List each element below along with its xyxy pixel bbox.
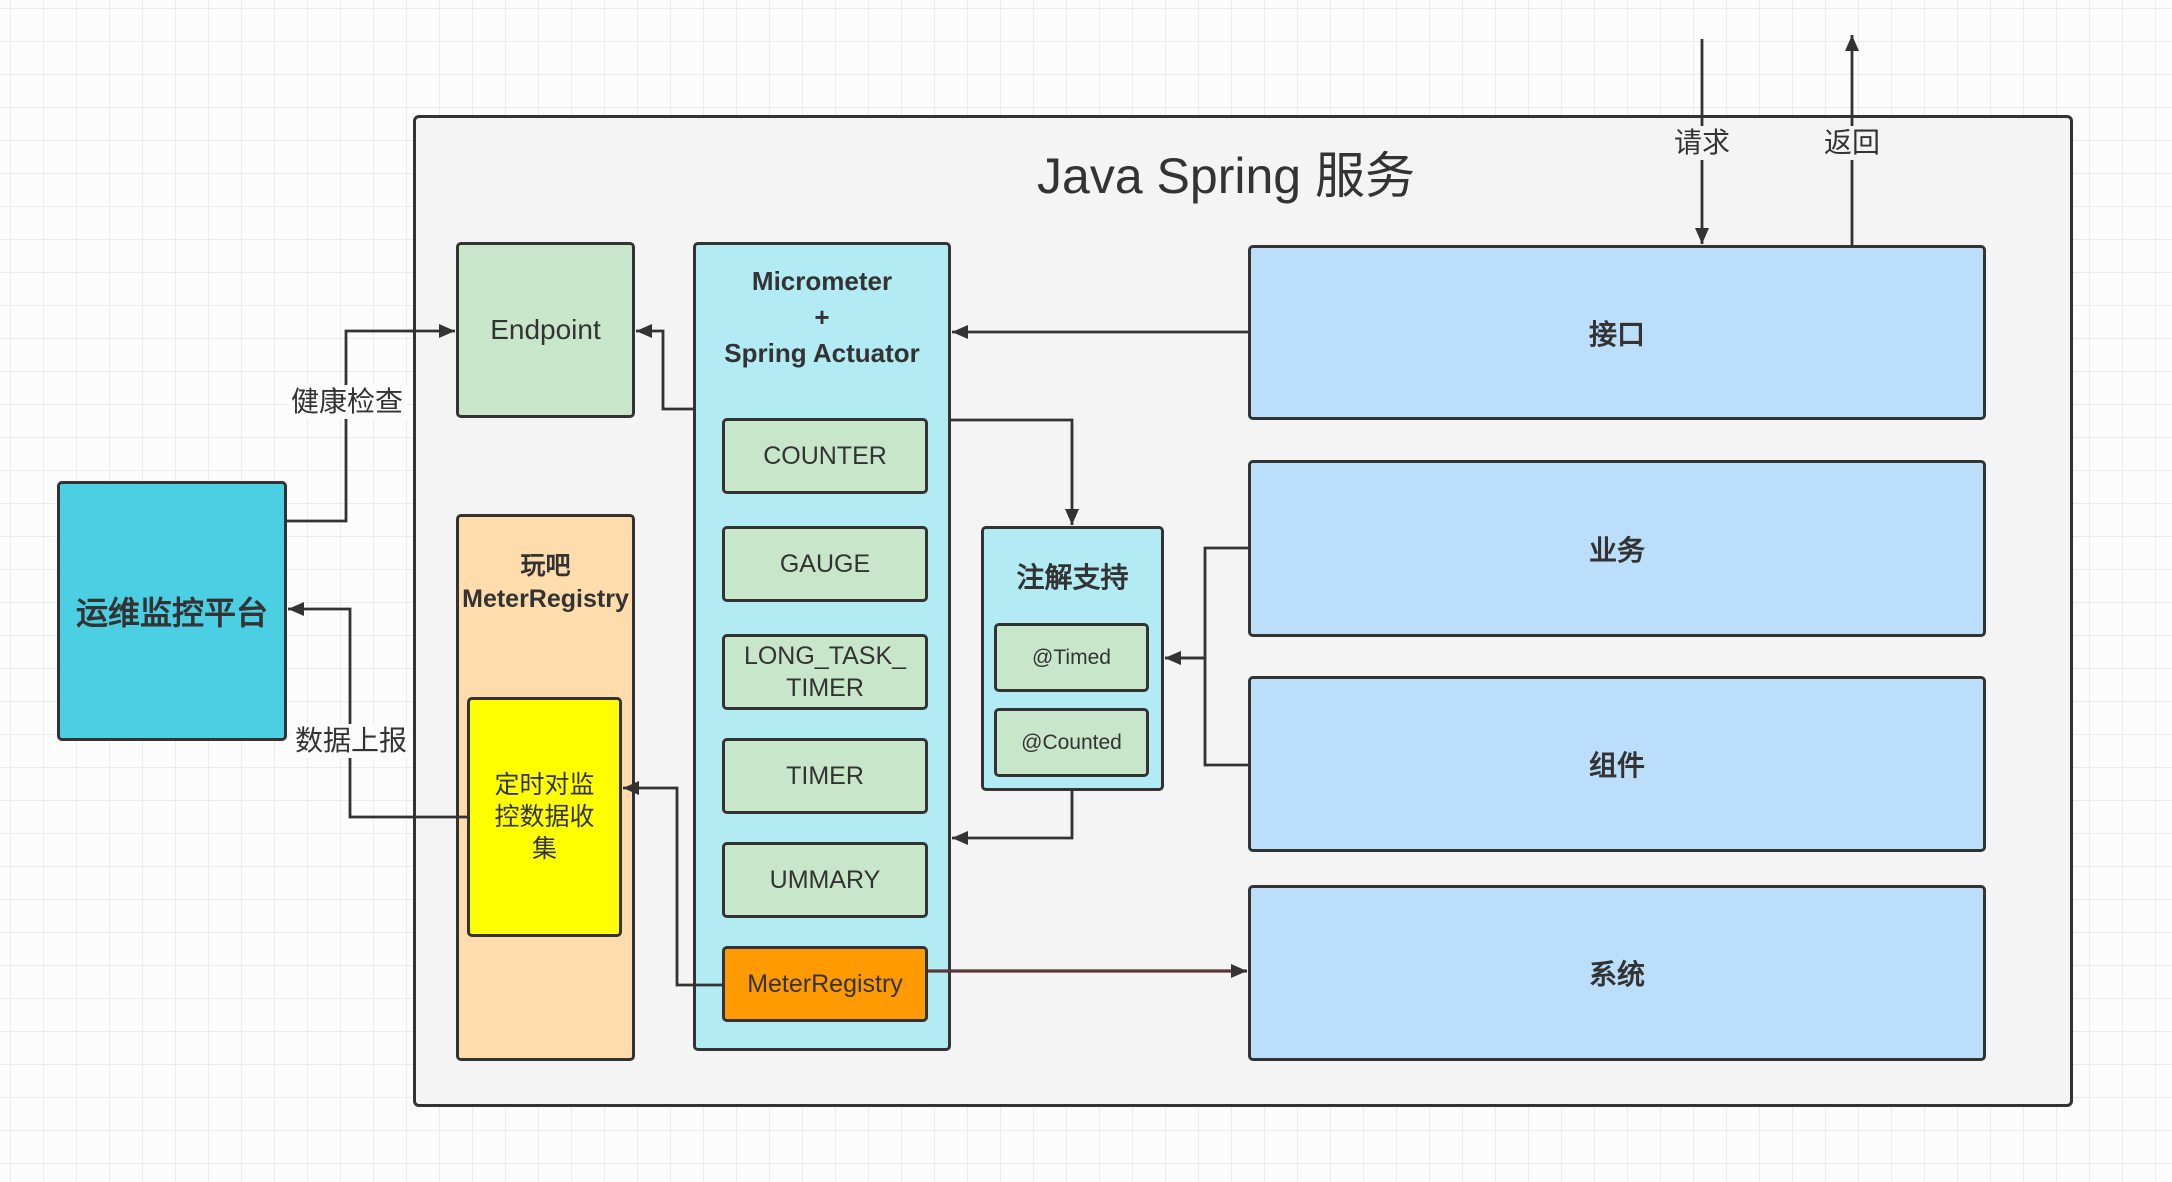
meter-registry-label: MeterRegistry bbox=[747, 970, 903, 998]
micrometer-actuator: Micrometer + Spring Actuator COUNTER GAU… bbox=[693, 242, 951, 1051]
layer-system: 系统 bbox=[1248, 885, 1986, 1061]
layer-label: 组件 bbox=[1588, 750, 1645, 781]
service-title: Java Spring 服务 bbox=[1037, 148, 1415, 204]
micrometer-title-line: Micrometer bbox=[751, 266, 893, 296]
meter-label: LONG_TASK_ bbox=[743, 642, 907, 670]
meter-counter: COUNTER bbox=[722, 418, 928, 494]
meter-label: TIMER bbox=[786, 674, 864, 702]
micrometer-title-line: + bbox=[814, 302, 830, 332]
ops-monitoring-platform: 运维监控平台 bbox=[57, 481, 287, 741]
meter-timer: TIMER bbox=[722, 738, 928, 814]
meter-registry-box: MeterRegistry bbox=[722, 946, 928, 1022]
layer-label: 接口 bbox=[1588, 318, 1645, 350]
collector-text-line: 定时对监 bbox=[494, 771, 595, 799]
annotation-counted: @Counted bbox=[994, 708, 1149, 777]
edge-label-health-check: 健康检查 bbox=[286, 385, 408, 419]
annotation-timed: @Timed bbox=[994, 623, 1149, 692]
meter-label: TIMER bbox=[786, 762, 864, 790]
wanba-title-line: MeterRegistry bbox=[462, 585, 629, 613]
annotation-label: @Counted bbox=[1021, 730, 1122, 754]
wanba-title-line: 玩吧 bbox=[520, 552, 571, 580]
edge-label-response: 返回 bbox=[1819, 126, 1885, 160]
micrometer-title: Micrometer + Spring Actuator bbox=[696, 263, 948, 371]
edge-label-request: 请求 bbox=[1669, 126, 1735, 160]
wanba-meter-registry: 玩吧 MeterRegistry 定时对监 控数据收 集 bbox=[456, 514, 635, 1061]
layer-label: 系统 bbox=[1588, 959, 1645, 990]
meter-summary: UMMARY bbox=[722, 842, 928, 918]
layer-label: 业务 bbox=[1588, 534, 1645, 566]
edge-label-data-report: 数据上报 bbox=[290, 724, 412, 758]
meter-label: GAUGE bbox=[779, 550, 871, 578]
meter-gauge: GAUGE bbox=[722, 526, 928, 602]
collector-text-line: 控数据收 bbox=[494, 803, 595, 831]
layer-interface: 接口 bbox=[1248, 245, 1986, 420]
wanba-meter-registry-title: 玩吧 MeterRegistry bbox=[459, 550, 632, 616]
layer-component: 组件 bbox=[1248, 676, 1986, 852]
endpoint-label: Endpoint bbox=[490, 314, 601, 345]
meter-long-task-timer: LONG_TASK_ TIMER bbox=[722, 634, 928, 710]
ops-monitoring-platform-label: 运维监控平台 bbox=[75, 595, 268, 631]
collector-text-line: 集 bbox=[531, 835, 557, 863]
micrometer-title-line: Spring Actuator bbox=[724, 338, 920, 368]
scheduled-collector-box: 定时对监 控数据收 集 bbox=[467, 697, 622, 937]
layer-business: 业务 bbox=[1248, 460, 1986, 637]
annotation-label: @Timed bbox=[1032, 645, 1111, 669]
meter-label: COUNTER bbox=[763, 442, 887, 470]
meter-label: UMMARY bbox=[769, 866, 881, 894]
endpoint-box: Endpoint bbox=[456, 242, 635, 418]
annotation-support-title: 注解支持 bbox=[1016, 562, 1129, 593]
annotation-support: 注解支持 @Timed @Counted bbox=[981, 526, 1164, 791]
